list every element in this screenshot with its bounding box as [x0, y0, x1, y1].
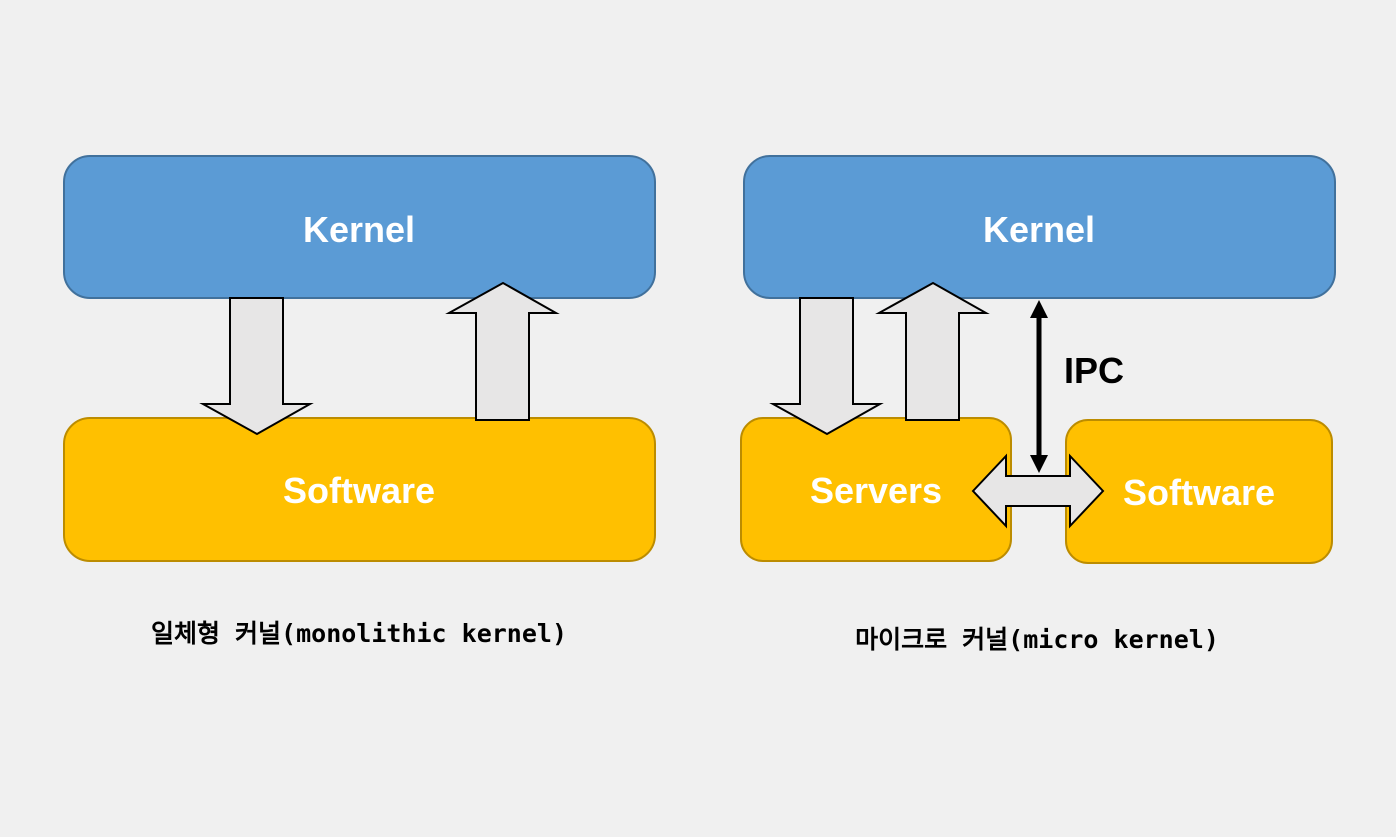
monolithic-caption: 일체형 커널(monolithic kernel) — [150, 619, 568, 648]
monolithic-software-box — [63, 417, 656, 562]
micro-software-label: Software — [1123, 472, 1275, 513]
micro-servers-label: Servers — [810, 470, 942, 511]
micro-kernel-label: Kernel — [983, 209, 1095, 250]
monolithic-kernel-label: Kernel — [303, 209, 415, 250]
ipc-vertical-arrow — [1030, 300, 1048, 473]
monolithic-up-arrow — [445, 281, 560, 421]
micro-down-arrow — [769, 297, 884, 436]
micro-up-arrow — [875, 281, 990, 421]
micro-caption: 마이크로 커널(micro kernel) — [855, 625, 1219, 654]
monolithic-software-label: Software — [283, 470, 435, 511]
ipc-double-arrow — [971, 453, 1105, 529]
ipc-label: IPC — [1064, 350, 1124, 391]
monolithic-down-arrow — [199, 297, 314, 436]
micro-kernel-box — [743, 155, 1336, 299]
monolithic-kernel-box — [63, 155, 656, 299]
